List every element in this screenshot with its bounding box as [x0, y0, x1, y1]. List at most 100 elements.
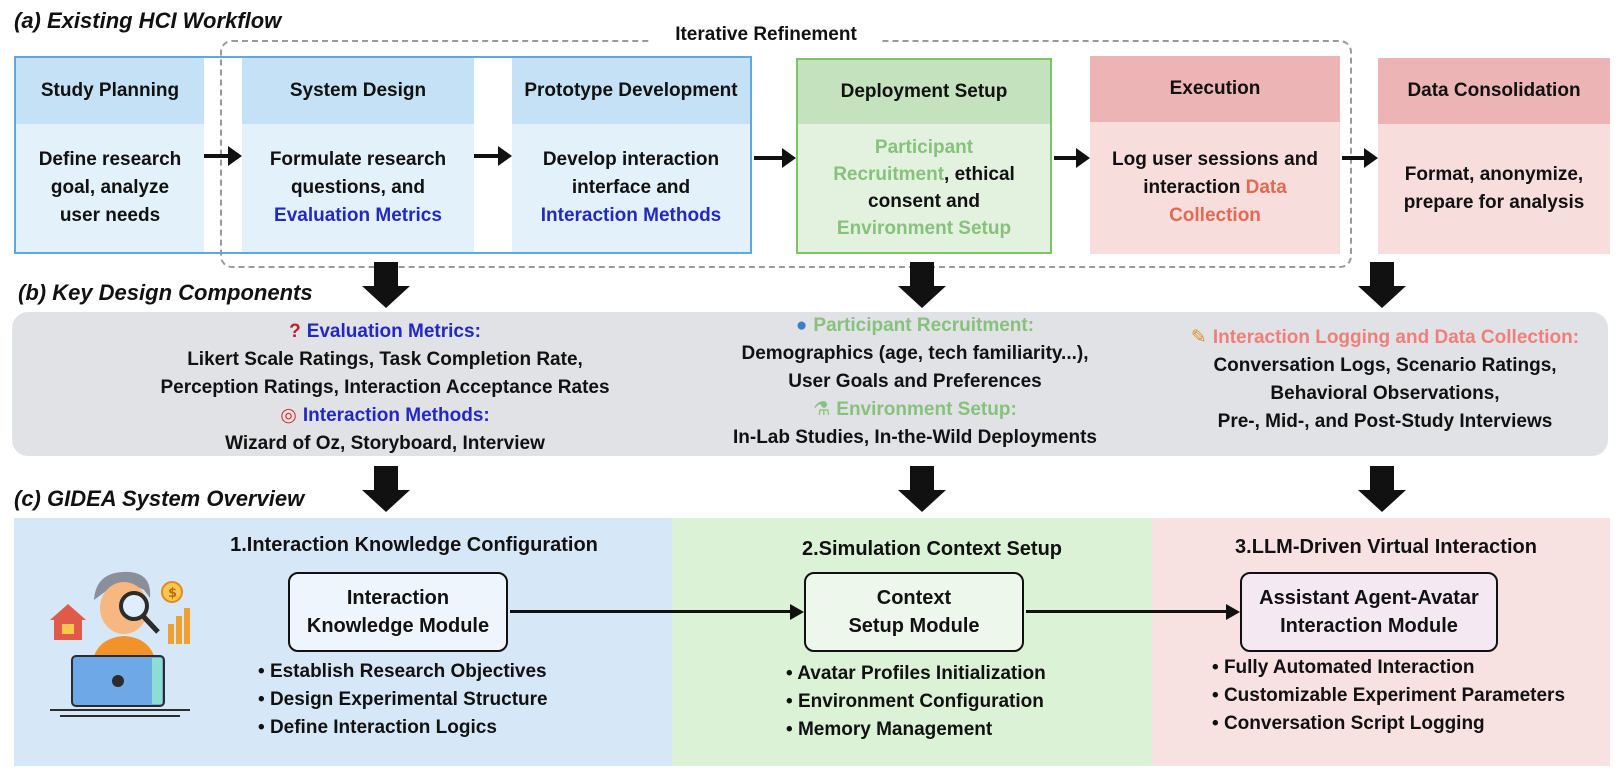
interaction-bullets: Fully Automated Interaction Customizable…: [1212, 654, 1565, 738]
stage-head: Prototype Development: [512, 58, 750, 124]
list-item: Define Interaction Logics: [258, 714, 548, 742]
body-line: questions, and: [290, 177, 426, 198]
stage-prototype-development: Prototype Development Develop interactio…: [512, 58, 750, 252]
body-line: Log user sessions and: [1112, 149, 1318, 170]
evaluation-metrics-heading: Evaluation Metrics:: [306, 321, 481, 342]
logging-heading: Interaction Logging and Data Collection:: [1212, 327, 1580, 348]
section-b-title: (b) Key Design Components: [18, 280, 313, 305]
data-highlight: Data: [1245, 177, 1287, 198]
module-line: Interaction Module: [1280, 615, 1458, 637]
interaction-methods-highlight: Interaction Methods: [540, 205, 722, 226]
body-line: Develop interaction: [542, 149, 720, 170]
body-line: consent and: [868, 191, 980, 212]
comp-line: In-Lab Studies, In-the-Wild Deployments: [732, 427, 1097, 448]
module-line: Assistant Agent-Avatar: [1259, 587, 1479, 609]
connector-arrow-icon: [510, 610, 792, 613]
collection-highlight: Collection: [1169, 205, 1261, 226]
module-line: Setup Module: [848, 615, 980, 637]
arrow-right-icon: [754, 148, 796, 168]
list-item: Conversation Script Logging: [1212, 710, 1565, 738]
test-tube-icon: ⚗: [813, 399, 831, 420]
evaluation-metrics-highlight: Evaluation Metrics: [274, 205, 442, 226]
stage-head: Deployment Setup: [798, 60, 1050, 124]
arrow-right-icon: [1342, 148, 1378, 168]
list-item: Customizable Experiment Parameters: [1212, 682, 1565, 710]
key-design-components-panel: [12, 312, 1608, 456]
knowledge-bullets: Establish Research Objectives Design Exp…: [258, 658, 548, 742]
recruitment-highlight: Recruitment: [833, 164, 945, 185]
stage-data-consolidation: Data Consolidation Format, anonymize, pr…: [1378, 58, 1610, 254]
comp-line: User Goals and Preferences: [788, 371, 1042, 392]
interaction-methods-heading: Interaction Methods:: [302, 405, 490, 426]
stage-body: Define research goal, analyze user needs: [16, 124, 204, 252]
body-line: prepare for analysis: [1403, 192, 1585, 213]
connector-arrow-icon: [1026, 610, 1226, 613]
stage-body: Participant Recruitment, ethical consent…: [798, 124, 1050, 252]
list-item: Establish Research Objectives: [258, 658, 548, 686]
list-item: Environment Configuration: [786, 688, 1046, 716]
question-mark-icon: ?: [289, 321, 301, 342]
module-line: Context: [876, 587, 952, 609]
module-line: Knowledge Module: [306, 615, 490, 637]
body-text: interaction: [1143, 177, 1246, 198]
arrow-right-icon: [204, 146, 242, 166]
connector-arrow-head: [790, 604, 804, 620]
comp-line: Conversation Logs, Scenario Ratings,: [1213, 355, 1557, 376]
stage-study-planning: Study Planning Define research goal, ana…: [16, 58, 204, 252]
list-item: Avatar Profiles Initialization: [786, 660, 1045, 688]
arrow-right-icon: [1054, 148, 1090, 168]
arrow-right-icon: [474, 146, 512, 166]
comp-heading: ?Evaluation Metrics:: [130, 318, 640, 346]
stage-execution: Execution Log user sessions and interact…: [1090, 56, 1340, 254]
iterative-refinement-label: Iterative Refinement: [650, 24, 882, 46]
panel-title: 2.Simulation Context Setup: [801, 538, 1063, 560]
body-line: Define research: [38, 149, 182, 170]
list-item: Design Experimental Structure: [258, 686, 548, 714]
body-line: interaction Data: [1143, 174, 1287, 202]
participant-highlight: Participant: [874, 137, 974, 158]
participant-recruitment-heading: Participant Recruitment:: [813, 315, 1035, 336]
comp-heading: ◎Interaction Methods:: [130, 402, 640, 430]
svg-text:$: $: [168, 586, 177, 601]
connector-arrow-head: [1226, 604, 1240, 620]
stage-body: Formulate research questions, and Evalua…: [242, 124, 474, 252]
stage-system-design: System Design Formulate research questio…: [242, 58, 474, 252]
person-icon: ●: [795, 315, 808, 336]
researcher-with-magnifier-icon: $: [50, 571, 190, 717]
body-line: Formulate research: [269, 149, 447, 170]
body-line: user needs: [59, 205, 161, 226]
comp-heading: ●Participant Recruitment:: [690, 312, 1140, 340]
stage-body: Log user sessions and interaction Data C…: [1090, 122, 1340, 254]
body-text: , ethical: [944, 164, 1015, 185]
body-line: goal, analyze: [50, 177, 170, 198]
comp-line: Behavioral Observations,: [1270, 383, 1500, 404]
body-line: Recruitment, ethical: [833, 161, 1015, 188]
environment-setup-heading: Environment Setup:: [836, 399, 1017, 420]
stage-body: Format, anonymize, prepare for analysis: [1378, 124, 1610, 254]
comp-line: Wizard of Oz, Storyboard, Interview: [225, 433, 545, 454]
planning-design-group: [14, 56, 752, 254]
environment-setup-highlight: Environment Setup: [836, 218, 1012, 239]
section-a-title: (a) Existing HCI Workflow: [14, 8, 282, 33]
list-item: Fully Automated Interaction: [1212, 654, 1565, 682]
stage-deployment-setup: Deployment Setup Participant Recruitment…: [796, 58, 1052, 254]
comp-heading: ✎Interaction Logging and Data Collection…: [1170, 324, 1600, 352]
components-col-logging: ✎Interaction Logging and Data Collection…: [1170, 324, 1600, 436]
panel-title: 1.Interaction Knowledge Configuration: [230, 534, 598, 556]
stage-head: Data Consolidation: [1378, 58, 1610, 124]
panel-title: 3.LLM-Driven Virtual Interaction: [1235, 536, 1537, 558]
comp-heading: ⚗Environment Setup:: [690, 396, 1140, 424]
list-item: Memory Management: [786, 716, 1046, 744]
body-line: Format, anonymize,: [1404, 164, 1584, 185]
components-col-evaluation: ?Evaluation Metrics: Likert Scale Rating…: [130, 318, 640, 458]
stage-head: Study Planning: [16, 58, 204, 124]
module-line: Interaction: [346, 587, 450, 609]
target-icon: ◎: [280, 405, 297, 426]
comp-line: Perception Ratings, Interaction Acceptan…: [160, 377, 610, 398]
stage-head: Execution: [1090, 56, 1340, 122]
section-c-title: (c) GIDEA System Overview: [14, 486, 305, 511]
comp-line: Likert Scale Ratings, Task Completion Ra…: [187, 349, 583, 370]
